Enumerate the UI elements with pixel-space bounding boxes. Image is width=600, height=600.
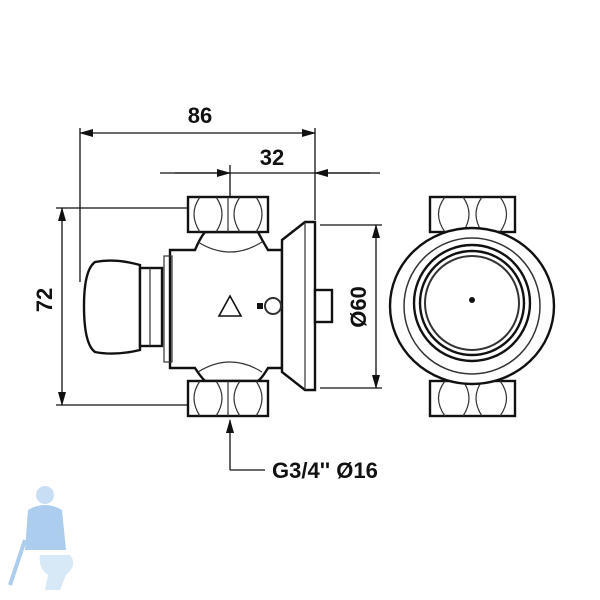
center-hole (469, 297, 475, 303)
valve-side-view (82, 195, 334, 418)
plumber-logo (8, 486, 74, 590)
front-top-nut (428, 195, 517, 234)
dimension-label-86: 86 (188, 103, 212, 128)
front-bottom-nut (428, 379, 517, 418)
dimension-label-diameter-60: Ø60 (346, 286, 371, 328)
push-knob (82, 259, 142, 355)
flow-direction-icon (217, 294, 243, 317)
flange (280, 220, 317, 392)
top-nut (186, 195, 270, 234)
dimension-label-72: 72 (32, 288, 57, 312)
dimension-label-32: 32 (260, 145, 284, 170)
knob-stem (138, 266, 164, 348)
connection-label: G3/4'' Ø16 (272, 458, 378, 483)
bottom-nut (186, 379, 270, 418)
valve-front-view (388, 195, 556, 418)
push-button (313, 288, 334, 324)
brand-mark-icon (264, 297, 282, 315)
